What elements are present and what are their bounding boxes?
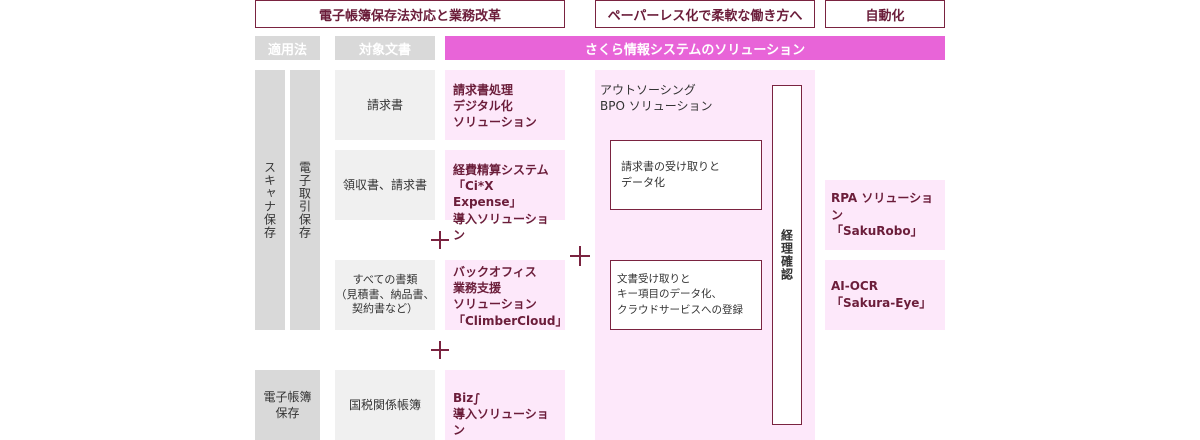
- automation-sakura-eye-label: AI-OCR 「Sakura-Eye」: [831, 279, 932, 310]
- header-automation-label: 自動化: [865, 8, 905, 24]
- law-electronic: 電子取引保存: [290, 70, 320, 330]
- solution-cix-expense: 経費精算システム 「Ci*X Expense」 導入ソリューション: [445, 150, 565, 242]
- bpo-step-invoice-label: 請求書の受け取りと データ化: [621, 160, 720, 189]
- tag-solutions-label: さくら情報システムのソリューション: [584, 42, 806, 58]
- solution-cix-expense-label: 経費精算システム 「Ci*X Expense」 導入ソリューション: [453, 163, 549, 242]
- tag-target-docs-label: 対象文書: [358, 42, 411, 58]
- solution-climbercloud-label: バックオフィス 業務支援 ソリューション 「ClimberCloud」: [453, 265, 568, 328]
- tag-applicable-law-label: 適用法: [267, 42, 307, 58]
- law-scanner: スキャナ保存: [255, 70, 285, 330]
- solution-invoice-digital: 請求書処理 デジタル化 ソリューション: [445, 70, 565, 140]
- doc-receipt-invoice: 領収書、請求書: [335, 150, 435, 220]
- doc-invoice-label: 請求書: [366, 97, 403, 112]
- header-paperless-label: ペーパーレス化で柔軟な働き方へ: [607, 8, 803, 24]
- bpo-title-label: アウトソーシング BPO ソリューション: [600, 83, 713, 114]
- header-automation: 自動化: [825, 0, 945, 28]
- bpo-step-invoice: 請求書の受け取りと データ化: [610, 140, 762, 210]
- solution-bizintegral: Biz∫ 導入ソリューション: [445, 370, 565, 440]
- tag-solutions: さくら情報システムのソリューション: [445, 36, 945, 60]
- header-paperless: ペーパーレス化で柔軟な働き方へ: [595, 0, 815, 28]
- doc-tax-ledger: 国税関係帳簿: [335, 370, 435, 440]
- solution-bizintegral-label: Biz∫ 導入ソリューション: [453, 391, 549, 438]
- header-law-reform: 電子帳簿保存法対応と業務改革: [255, 0, 565, 28]
- automation-sakurobo-label: RPA ソリューション 「SakuRobo」: [831, 190, 934, 239]
- plus-icon: [570, 246, 590, 266]
- tag-applicable-law: 適用法: [255, 36, 320, 60]
- law-electronic-label: 電子取引保存: [297, 161, 312, 239]
- bpo-step-documents-label: 文書受け取りと キー項目のデータ化、 クラウドサービスへの登録: [617, 273, 743, 316]
- accounting-check: 経理確認: [772, 85, 802, 425]
- doc-invoice: 請求書: [335, 70, 435, 140]
- accounting-check-label: 経理確認: [779, 229, 794, 281]
- bpo-title: アウトソーシング BPO ソリューション: [600, 82, 760, 114]
- solution-invoice-digital-label: 請求書処理 デジタル化 ソリューション: [453, 83, 537, 130]
- law-scanner-label: スキャナ保存: [262, 161, 277, 239]
- doc-all-documents: すべての書類 （見積書、納品書、 契約書など）: [335, 260, 435, 330]
- tag-target-docs: 対象文書: [335, 36, 435, 60]
- plus-icon: [431, 231, 449, 249]
- doc-receipt-invoice-label: 領収書、請求書: [342, 177, 427, 192]
- automation-sakurobo: RPA ソリューション 「SakuRobo」: [825, 180, 945, 250]
- doc-tax-ledger-label: 国税関係帳簿: [348, 397, 421, 412]
- bpo-step-documents: 文書受け取りと キー項目のデータ化、 クラウドサービスへの登録: [610, 260, 762, 330]
- law-ledger-label: 電子帳簿 保存: [263, 389, 312, 420]
- header-law-reform-label: 電子帳簿保存法対応と業務改革: [318, 8, 501, 24]
- law-ledger: 電子帳簿 保存: [255, 370, 320, 440]
- automation-sakura-eye: AI-OCR 「Sakura-Eye」: [825, 260, 945, 330]
- doc-all-documents-label: すべての書類 （見積書、納品書、 契約書など）: [335, 272, 435, 316]
- solution-climbercloud: バックオフィス 業務支援 ソリューション 「ClimberCloud」: [445, 260, 568, 330]
- plus-icon: [431, 341, 449, 359]
